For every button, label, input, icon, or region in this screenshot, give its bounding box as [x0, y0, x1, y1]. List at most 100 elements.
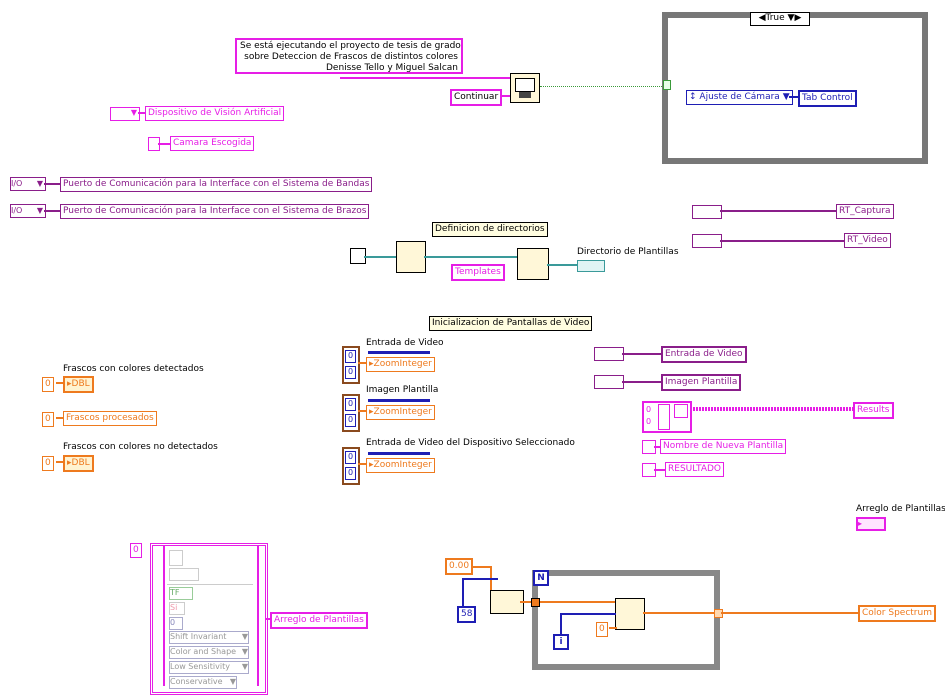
wire-info: [340, 77, 510, 79]
templates-constant[interactable]: Templates: [451, 264, 505, 281]
color-spectrum-indicator: Color Spectrum: [858, 605, 936, 622]
frascos-detectados-label: Frascos con colores detectados: [63, 364, 204, 374]
value-zero: 0: [345, 467, 356, 480]
dropdown-icon: ▼: [36, 206, 43, 215]
arreglo-cluster[interactable]: TF Si 0 Shift Invariant ▼ Color and Shap…: [150, 543, 268, 695]
frascos-no-detectados-label: Frascos con colores no detectados: [63, 442, 218, 452]
enum-arrow-icon: ↕: [689, 92, 697, 102]
dropdown-icon[interactable]: ▼: [782, 92, 790, 102]
dispositivo-ring[interactable]: ▼: [110, 107, 140, 121]
frascos-procesados-value[interactable]: 0: [42, 412, 54, 427]
selector-dropdown-arrow[interactable]: ▼▶: [787, 13, 802, 23]
enum-value: Ajuste de Cámara: [699, 92, 780, 102]
dbl-label: DBL: [71, 458, 90, 468]
wire-bool: [540, 86, 668, 87]
entrada-dispositivo-cluster[interactable]: 0 0: [342, 447, 360, 485]
rt-video-control[interactable]: [692, 234, 722, 248]
tab-control-indicator[interactable]: Tab Control: [798, 90, 857, 107]
info-line-1: Se está ejecutando el proyecto de tesis …: [240, 41, 461, 51]
frascos-detectados-value[interactable]: 0: [42, 377, 54, 392]
info-line-3: Denisse Tello y Miguel Salcan: [326, 63, 458, 73]
index-value: 0: [133, 545, 139, 555]
option-color[interactable]: Color and Shape ▼: [169, 646, 249, 659]
entrada-video-indicator: Entrada de Video: [661, 346, 747, 363]
info-text-box: Se está ejecutando el proyecto de tesis …: [235, 38, 463, 74]
imagen-plantilla-indicator: Imagen Plantilla: [661, 374, 742, 391]
rt-captura-label: RT_Captura: [836, 204, 894, 219]
info-line-2: sobre Deteccion de Frascos de distintos …: [244, 52, 458, 62]
value-zero: 0: [345, 366, 356, 379]
case-selector-terminal: [663, 80, 671, 90]
io-control-brazos[interactable]: I/O ▼: [10, 204, 46, 218]
directorios-title: Definicion de directorios: [432, 222, 548, 237]
dbl-indicator-1[interactable]: ▸DBL: [63, 376, 94, 393]
entrada-video-control[interactable]: [594, 347, 624, 361]
value-zero: 0: [345, 414, 356, 427]
option-shift[interactable]: Shift Invariant ▼: [169, 631, 249, 644]
build-path-icon[interactable]: [517, 248, 549, 280]
dropdown-icon: ▼: [130, 108, 137, 117]
nueva-plantilla-label: Nombre de Nueva Plantilla: [660, 439, 787, 454]
zoom-label: ZoomInteger: [373, 460, 432, 470]
continuar-constant[interactable]: Continuar: [450, 89, 503, 106]
loop-iteration-terminal: i: [553, 634, 569, 650]
zoom-integer-1[interactable]: ▸ZoomInteger: [366, 357, 435, 372]
bool-constant[interactable]: TF: [169, 587, 193, 600]
value-zero: 0: [345, 451, 356, 464]
dbl-label: DBL: [71, 379, 90, 389]
value-zero: 0: [345, 350, 356, 363]
option-text: Conservative: [170, 677, 223, 686]
dbl-indicator-2[interactable]: ▸DBL: [63, 455, 94, 472]
imagen-plantilla-cluster[interactable]: 0 0: [342, 394, 360, 432]
io-control-bandas[interactable]: I/O ▼: [10, 177, 46, 191]
array-index: 0: [646, 417, 652, 426]
zero-constant-loop[interactable]: 0: [596, 622, 608, 637]
results-indicator: Results: [853, 402, 894, 419]
zoom-label: ZoomInteger: [373, 359, 432, 369]
zero-constant[interactable]: 0: [169, 617, 183, 630]
array-index: 0: [646, 405, 652, 414]
resultado-label: RESULTADO: [665, 462, 724, 477]
option-sensitivity[interactable]: Low Sensitivity ▼: [169, 661, 249, 674]
count-constant[interactable]: 58: [457, 606, 477, 623]
arreglo-plantillas-title: Arreglo de Plantillas: [856, 504, 945, 514]
dropdown-icon: ▼: [36, 179, 43, 188]
entrada-video-label: Entrada de Video: [366, 338, 444, 348]
entrada-video-cluster[interactable]: 0 0: [342, 346, 360, 384]
camera-enum[interactable]: ↕ Ajuste de Cámara ▼: [686, 90, 793, 105]
option-text: Low Sensitivity: [170, 662, 230, 671]
imagen-plantilla-label: Imagen Plantilla: [366, 385, 439, 395]
wire-continuar: [502, 95, 512, 97]
replace-subset-icon[interactable]: [615, 598, 645, 630]
zoom-label: ZoomInteger: [373, 407, 432, 417]
dropdown-icon: ▼: [229, 677, 236, 686]
constant-0-00[interactable]: 0.00: [445, 558, 474, 575]
option-text: Shift Invariant: [170, 632, 227, 641]
rt-video-label: RT_Video: [844, 233, 891, 248]
dropdown-icon: ▼: [241, 632, 248, 641]
si-constant[interactable]: Si: [169, 602, 185, 615]
results-array[interactable]: 0 0: [642, 401, 692, 433]
path-indicator[interactable]: [577, 260, 605, 272]
option-conservative[interactable]: Conservative ▼: [169, 676, 237, 689]
zoom-integer-3[interactable]: ▸ZoomInteger: [366, 458, 435, 473]
dropdown-icon: ▼: [241, 662, 248, 671]
rt-captura-control[interactable]: [692, 205, 722, 219]
video-init-title: Inicializacion de Pantallas de Video: [429, 316, 593, 331]
puerto-brazos-label: Puerto de Comunicación para la Interface…: [60, 204, 370, 219]
case-selector[interactable]: ◀True ▼▶: [750, 12, 810, 26]
strip-path-icon[interactable]: [396, 241, 426, 273]
imagen-plantilla-control[interactable]: [594, 375, 624, 389]
selector-left-arrow[interactable]: ◀: [758, 13, 766, 23]
dispositivo-label: Dispositivo de Visión Artificial: [145, 106, 285, 121]
case-structure[interactable]: [662, 12, 928, 164]
io-icon: I/O: [11, 206, 23, 215]
init-array-icon[interactable]: [490, 590, 524, 614]
option-text: Color and Shape: [170, 647, 237, 656]
zoom-integer-2[interactable]: ▸ZoomInteger: [366, 405, 435, 420]
array-index-control[interactable]: 0: [130, 543, 142, 558]
camara-label: Camara Escogida: [170, 136, 255, 151]
dialog-vi-icon[interactable]: [510, 73, 540, 103]
frascos-no-detectados-value[interactable]: 0: [42, 456, 54, 471]
arreglo-plantillas-terminal[interactable]: ▸: [856, 517, 886, 531]
